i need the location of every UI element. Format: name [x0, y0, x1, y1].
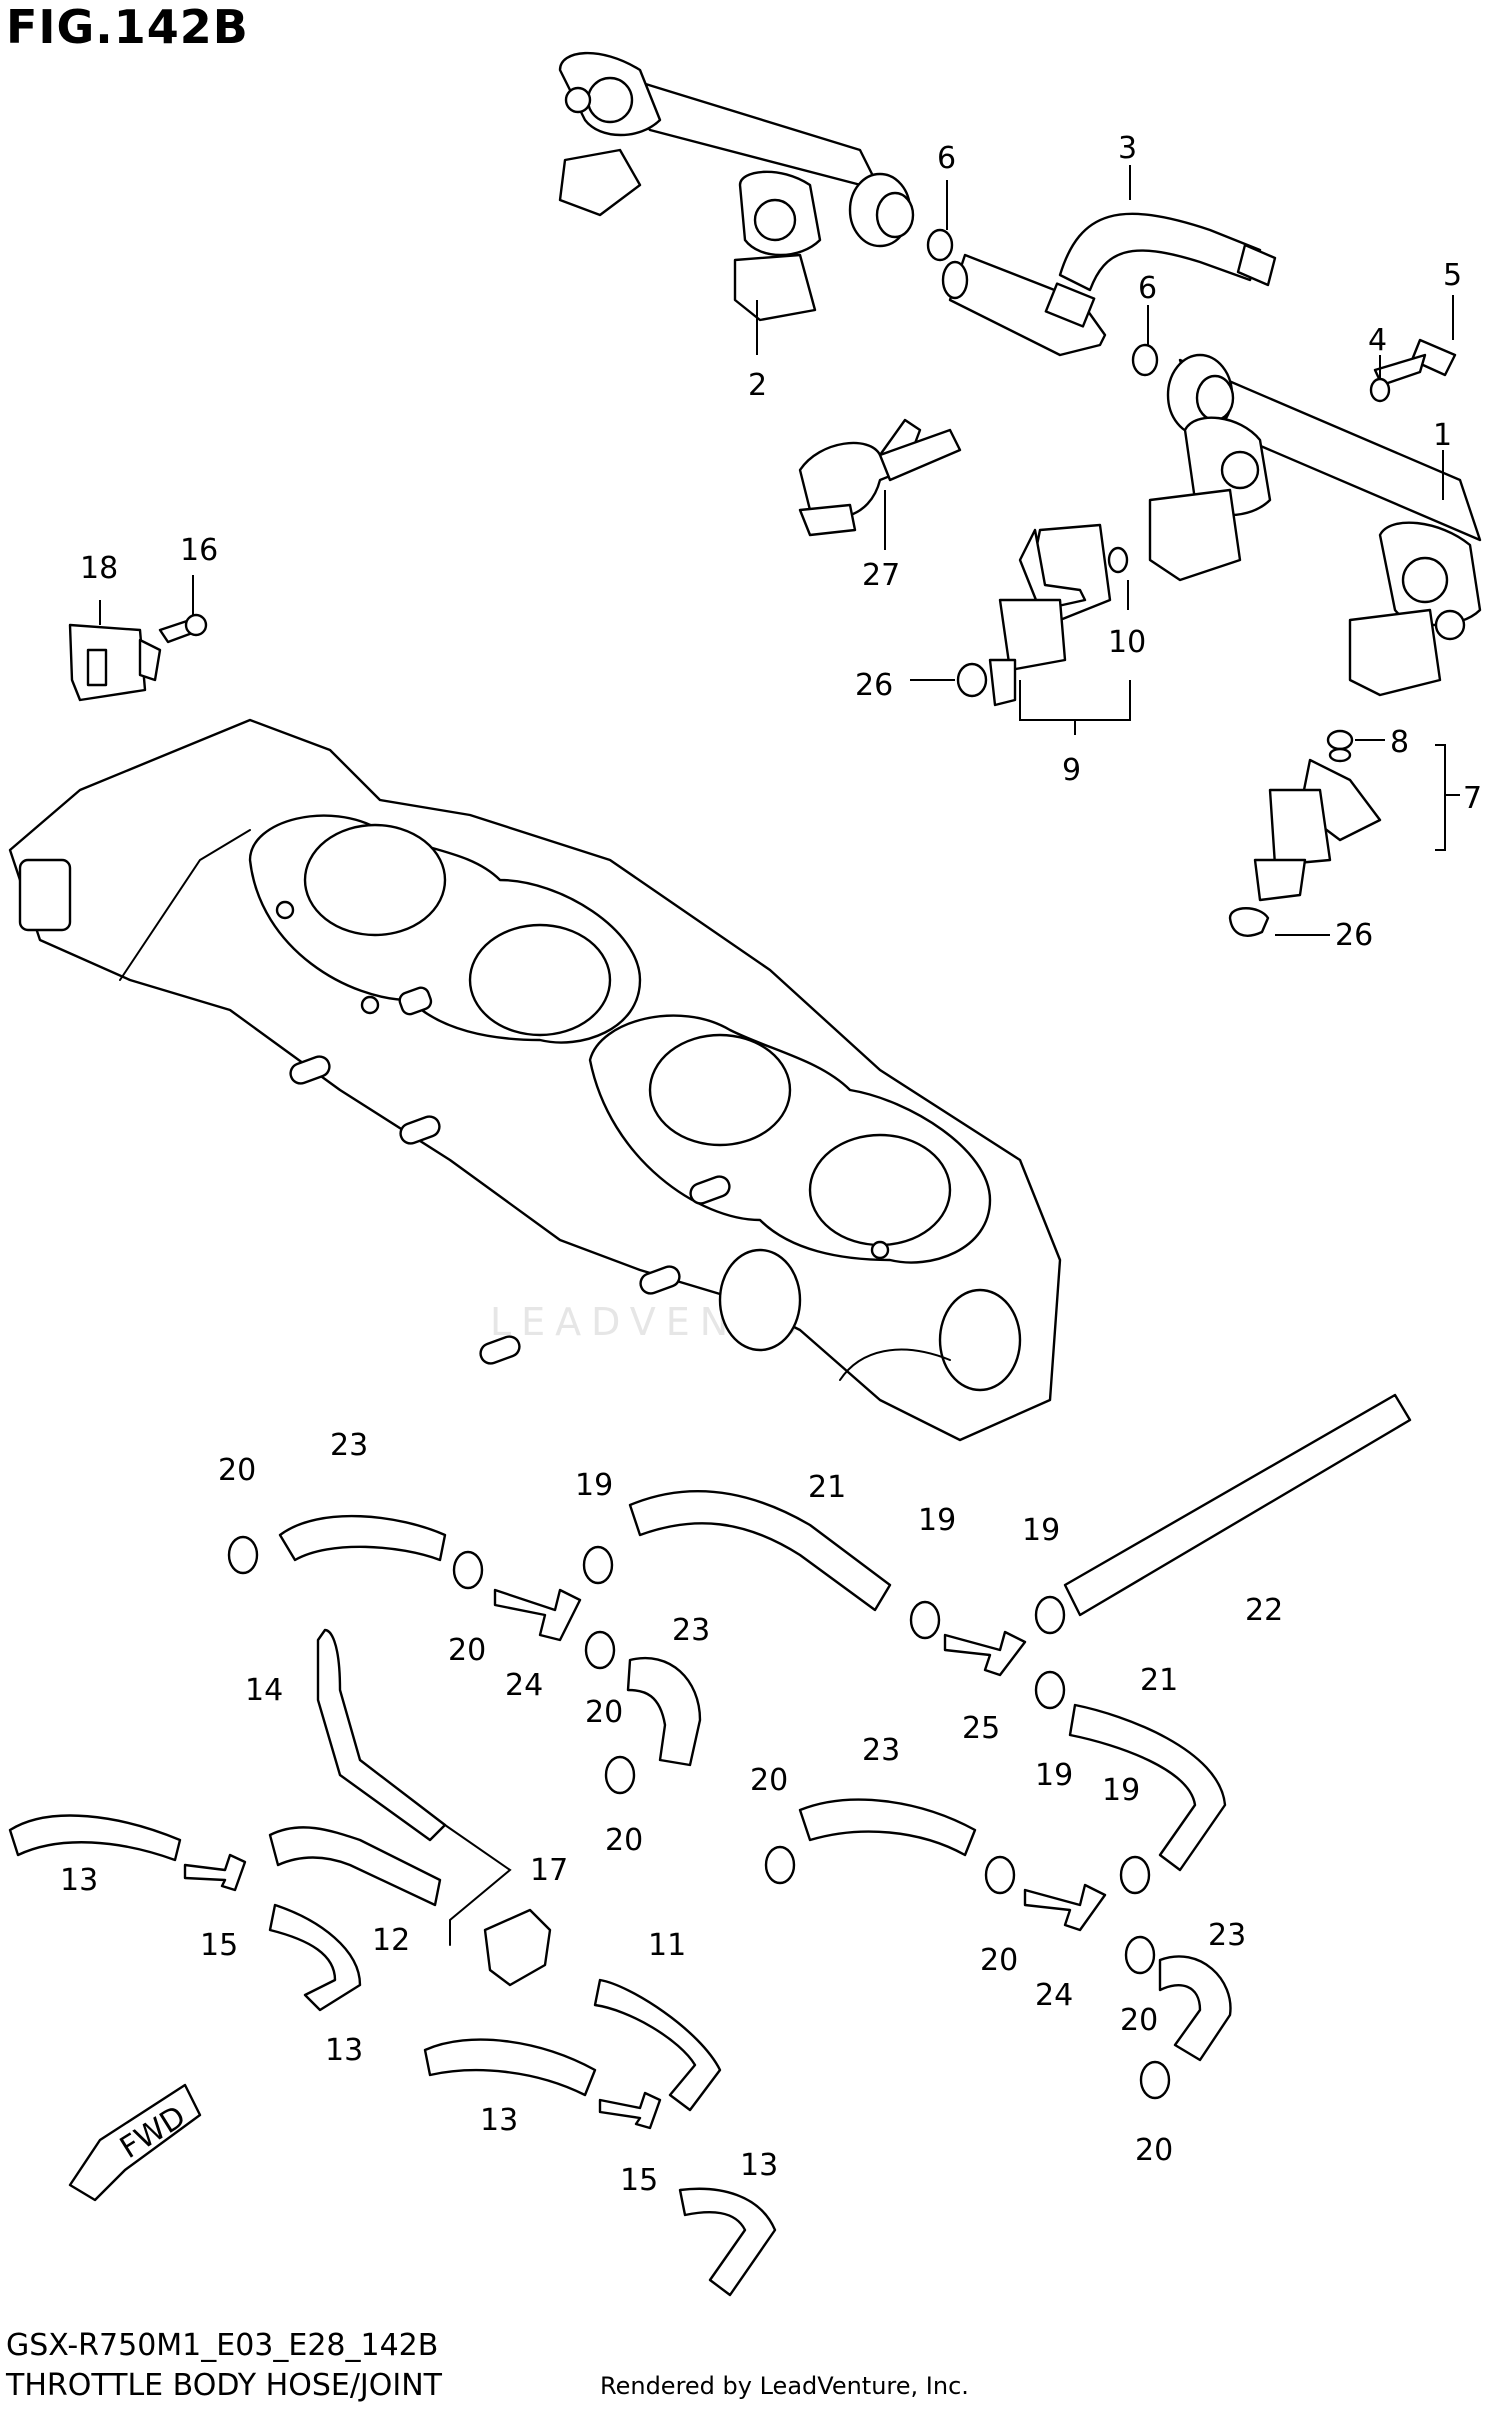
callout-26a: 26 — [855, 668, 893, 703]
hose-21b — [1068, 1703, 1227, 1872]
hose-13a — [8, 1814, 182, 1862]
callout-23b: 23 — [672, 1613, 710, 1648]
hose-21a — [628, 1489, 892, 1612]
o-ring-6b — [1131, 343, 1159, 377]
callout-25: 25 — [962, 1711, 1000, 1746]
callout-11: 11 — [648, 1928, 686, 1963]
joint-24a — [493, 1588, 582, 1642]
callout-13a: 13 — [60, 1863, 98, 1898]
callout-3: 3 — [1118, 131, 1137, 166]
callout-16: 16 — [180, 533, 218, 568]
upper-fuel-delivery-pipe — [558, 51, 915, 322]
hose-22 — [1063, 1393, 1412, 1617]
hose-23b — [626, 1656, 702, 1767]
callout-13c: 13 — [480, 2103, 518, 2138]
callout-8: 8 — [1390, 725, 1409, 760]
clamp-27 — [798, 418, 962, 537]
callout-12: 12 — [372, 1923, 410, 1958]
washer-4 — [1369, 377, 1391, 403]
callout-1: 1 — [1433, 418, 1452, 453]
callout-20g: 20 — [1120, 2003, 1158, 2038]
callout-labels: 1 2 3 4 5 6 6 7 8 9 10 11 12 13 13 13 13… — [60, 131, 1482, 2198]
callout-19a: 19 — [575, 1468, 613, 1503]
callout-19d: 19 — [1035, 1758, 1073, 1793]
injector-7 — [1253, 729, 1382, 902]
joint-17 — [483, 1908, 552, 1987]
hose-11 — [593, 1978, 722, 2112]
callout-23a: 23 — [330, 1428, 368, 1463]
figure-title: FIG.142B — [6, 0, 249, 54]
callout-21a: 21 — [808, 1470, 846, 1505]
hose-23c — [798, 1798, 977, 1857]
callout-15a: 15 — [200, 1928, 238, 1963]
joint-15a — [183, 1853, 247, 1892]
joint-25 — [943, 1630, 1027, 1677]
hose-12 — [268, 1826, 442, 1907]
callout-7: 7 — [1463, 781, 1482, 816]
callout-13b: 13 — [325, 2033, 363, 2068]
callout-5: 5 — [1443, 258, 1462, 293]
hose-13b — [268, 1903, 362, 2012]
callout-13d: 13 — [740, 2148, 778, 2183]
seal-26a — [956, 662, 988, 698]
hose-13d — [678, 2187, 777, 2297]
injector-9 — [988, 523, 1129, 707]
sensor-18 — [68, 623, 162, 702]
callout-19b: 19 — [918, 1503, 956, 1538]
callout-4: 4 — [1368, 323, 1387, 358]
hose-14 — [316, 1628, 447, 1842]
section-title: THROTTLE BODY HOSE/JOINT — [6, 2368, 443, 2403]
throttle-body-assembly — [8, 718, 1062, 1442]
callout-26b: 26 — [1335, 918, 1373, 953]
fwd-arrow: FWD — [68, 2083, 202, 2202]
callout-20h: 20 — [1135, 2133, 1173, 2168]
callout-19c: 19 — [1022, 1513, 1060, 1548]
seal-26b — [1228, 907, 1270, 937]
bracket-line-17 — [444, 1824, 512, 1946]
lower-fuel-delivery-pipe — [1148, 353, 1482, 697]
model-code: GSX-R750M1_E03_E28_142B — [6, 2328, 439, 2363]
screw-16 — [158, 613, 208, 644]
hose-23a — [278, 1514, 447, 1562]
joint-15b — [598, 2091, 662, 2130]
joint-24b — [1023, 1883, 1107, 1932]
o-ring-6a — [926, 228, 954, 262]
callout-2: 2 — [748, 368, 767, 403]
callout-6a: 6 — [937, 141, 956, 176]
callout-23c: 23 — [862, 1733, 900, 1768]
callout-20c: 20 — [585, 1695, 623, 1730]
callout-24b: 24 — [1035, 1978, 1073, 2013]
callout-20f: 20 — [980, 1943, 1018, 1978]
callout-18: 18 — [80, 551, 118, 586]
callout-21b: 21 — [1140, 1663, 1178, 1698]
callout-22: 22 — [1245, 1593, 1283, 1628]
callout-19e: 19 — [1102, 1773, 1140, 1808]
callout-23d: 23 — [1208, 1918, 1246, 1953]
callout-27: 27 — [862, 558, 900, 593]
callout-15b: 15 — [620, 2163, 658, 2198]
clips — [227, 1535, 1171, 2100]
fuel-joint-hose — [941, 212, 1277, 357]
bolt-5 — [1373, 338, 1457, 387]
callout-9: 9 — [1062, 753, 1081, 788]
callout-20d: 20 — [605, 1823, 643, 1858]
callout-14: 14 — [245, 1673, 283, 1708]
callout-24a: 24 — [505, 1668, 543, 1703]
leader-lines — [99, 165, 1460, 936]
callout-20a: 20 — [218, 1453, 256, 1488]
hose-23d — [1158, 1955, 1232, 2062]
callout-20b: 20 — [448, 1633, 486, 1668]
callout-6b: 6 — [1138, 271, 1157, 306]
hose-13c — [423, 2038, 597, 2097]
render-credit: Rendered by LeadVenture, Inc. — [600, 2372, 969, 2400]
callout-20e: 20 — [750, 1763, 788, 1798]
callout-10: 10 — [1108, 625, 1146, 660]
callout-17: 17 — [530, 1853, 568, 1888]
